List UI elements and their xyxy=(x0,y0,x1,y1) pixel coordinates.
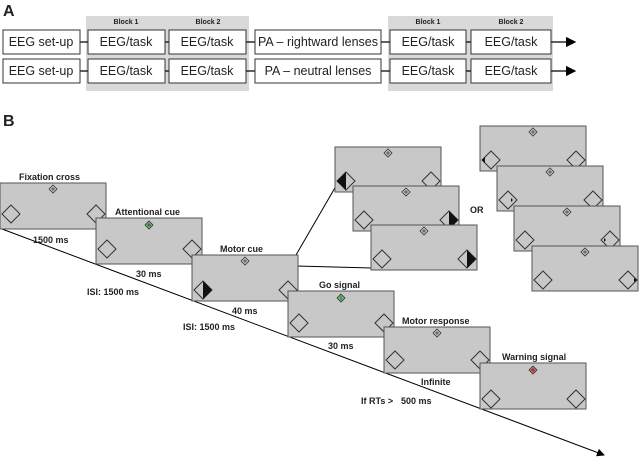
target-box-right-icon xyxy=(86,204,106,224)
label-1500: 1500 ms xyxy=(33,235,69,245)
panel-b-label: B xyxy=(3,113,15,130)
motor-cue-left-icon xyxy=(203,281,212,299)
row1-boxes: EEG set-up EEG/task EEG/task PA – rightw… xyxy=(2,29,552,55)
label-40: 40 ms xyxy=(232,306,258,316)
label-isi1: ISI: 1500 ms xyxy=(87,287,139,297)
screen-go-signal xyxy=(287,290,395,338)
row2-task-1: EEG/task xyxy=(100,64,154,78)
block-header-pre-1: Block 1 xyxy=(114,19,139,26)
target-box-left-icon xyxy=(1,204,21,224)
motor-cue-variant-2 xyxy=(352,185,460,232)
row1-task-2: EEG/task xyxy=(181,35,235,49)
or-label: OR xyxy=(470,205,484,215)
label-isi2: ISI: 1500 ms xyxy=(183,322,235,332)
motor-cue-variant-1 xyxy=(334,146,442,193)
screen-warning-signal xyxy=(479,362,587,410)
right-variant-1 xyxy=(479,125,587,172)
row1-eeg-setup: EEG set-up xyxy=(9,35,74,49)
connector-upper xyxy=(295,185,337,256)
screen-fixation xyxy=(0,182,107,230)
timeline-arrow xyxy=(1,228,605,457)
panel-a-label: A xyxy=(3,3,15,20)
label-motor-response: Motor response xyxy=(402,316,470,326)
label-30b: 30 ms xyxy=(328,341,354,351)
row1-task-1: EEG/task xyxy=(100,35,154,49)
right-variant-4 xyxy=(531,245,639,292)
label-30a: 30 ms xyxy=(136,269,162,279)
row1-pa: PA – rightward lenses xyxy=(258,35,378,49)
right-variant-2 xyxy=(496,165,604,212)
label-go: Go signal xyxy=(319,280,360,290)
block-header-post-2: Block 2 xyxy=(499,19,524,26)
row2-eeg-setup: EEG set-up xyxy=(9,64,74,78)
row2-task-3: EEG/task xyxy=(402,64,456,78)
row2-task-4: EEG/task xyxy=(485,64,539,78)
block-header-post-1: Block 1 xyxy=(416,19,441,26)
motor-cue-variant-3 xyxy=(370,224,478,271)
row2-task-2: EEG/task xyxy=(181,64,235,78)
label-motor-cue: Motor cue xyxy=(220,244,263,254)
row1-task-3: EEG/task xyxy=(402,35,456,49)
label-if-rts: If RTs > xyxy=(361,396,393,406)
row2-pa: PA – neutral lenses xyxy=(265,64,372,78)
right-variant-3 xyxy=(513,205,621,252)
label-fixation: Fixation cross xyxy=(19,172,80,182)
connector-lower xyxy=(295,265,373,269)
variant-cue-left-icon xyxy=(337,172,346,190)
label-infinite: Infinite xyxy=(421,377,451,387)
screen-motor-cue xyxy=(191,254,299,302)
label-500: 500 ms xyxy=(401,396,432,406)
row1-task-4: EEG/task xyxy=(485,35,539,49)
label-warning: Warning signal xyxy=(502,352,566,362)
row2-boxes: EEG set-up EEG/task EEG/task PA – neutra… xyxy=(2,58,552,84)
screen-attentional-cue xyxy=(95,217,203,265)
block-header-pre-2: Block 2 xyxy=(196,19,221,26)
screen-motor-response xyxy=(383,326,491,374)
label-attentional: Attentional cue xyxy=(115,207,180,217)
